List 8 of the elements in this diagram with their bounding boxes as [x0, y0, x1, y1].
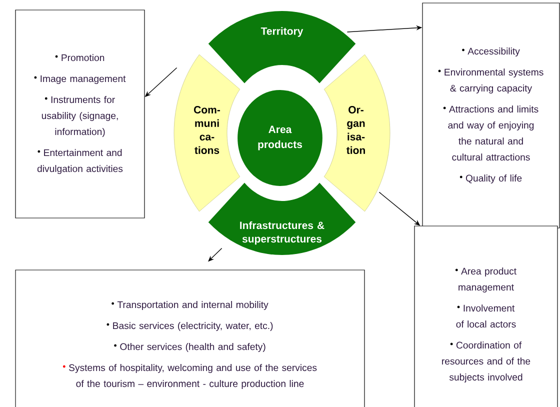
- text-box: Transportation and internal mobility Basic services (electricity, water, etc.) Other services (health and safety) Systems of hospitality, welcoming and use of the services of the tourism – environment - culture production line: [15, 270, 365, 407]
- ring-segment: Infrastructures & superstructures: [208, 182, 356, 255]
- text-box: Promotion Image management Instruments for usability (signage, information) Entertainment and divulgation activities: [15, 10, 145, 218]
- ring-segment: Or- gan isa- tion: [324, 54, 390, 212]
- text-box: Accessibility Environmental systems & carrying capacity Attractions and limits and way of enjoying the natural and cultural attractions Quality of life: [422, 2, 560, 228]
- text-box: Area product management Involvement of local actors Coordination of resources and of the subjects involved: [414, 226, 558, 407]
- ring-segment: Com- muni ca- tions: [174, 54, 240, 212]
- ring-segment: Territory: [208, 11, 356, 84]
